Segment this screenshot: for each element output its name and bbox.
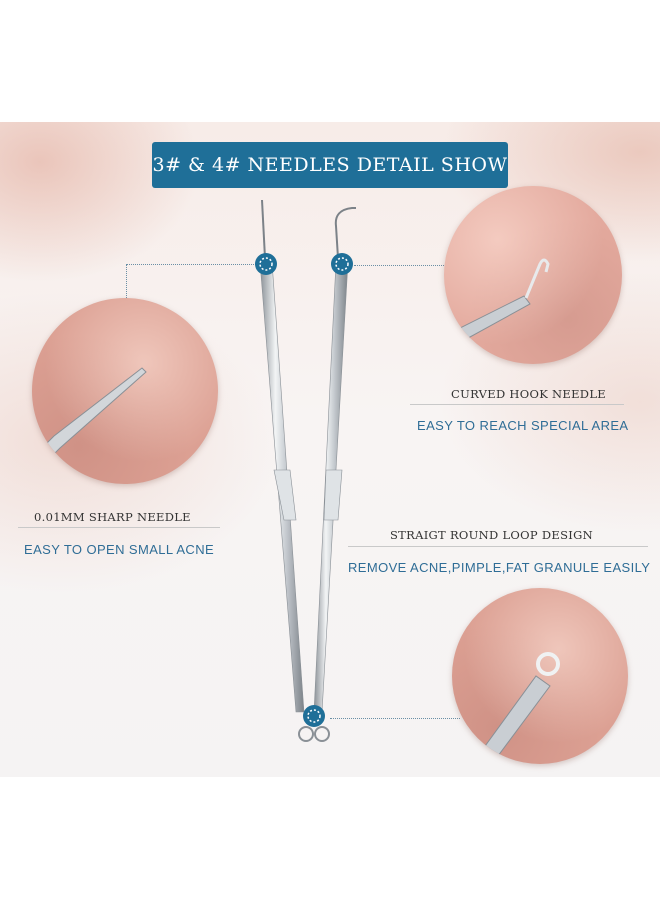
feature-title-needle: 0.01MM SHARP NEEDLE xyxy=(34,510,191,524)
marker-needle-tip xyxy=(255,253,277,275)
loop-end-right xyxy=(314,726,330,742)
hook-connector-line xyxy=(354,265,458,266)
divider-loop xyxy=(348,546,648,547)
loop-closeup-icon xyxy=(471,652,560,764)
needle-connector-line xyxy=(126,264,264,265)
feature-subtitle-loop: REMOVE ACNE,PIMPLE,FAT GRANULE EASILY xyxy=(348,560,651,575)
hook-closeup-icon xyxy=(444,258,550,349)
curved-hook-closeup xyxy=(444,186,622,364)
needle-closeup-icon xyxy=(41,367,147,459)
feature-title-loop: STRAIGT ROUND LOOP DESIGN xyxy=(390,528,593,542)
round-loop-closeup xyxy=(452,588,628,764)
needle-connector-drop xyxy=(126,264,127,308)
loop-connector-line xyxy=(330,718,460,719)
divider-needle xyxy=(18,527,220,528)
marker-hook-tip xyxy=(331,253,353,275)
sharp-needle-closeup xyxy=(32,298,218,484)
divider-hook xyxy=(410,404,624,405)
feature-title-hook: CURVED HOOK NEEDLE xyxy=(451,387,606,401)
feature-subtitle-hook: EASY TO REACH SPECIAL AREA xyxy=(417,418,629,433)
curved-hook-tool xyxy=(313,207,356,713)
loop-end-left xyxy=(298,726,314,742)
title-banner: 3# & 4# NEEDLES DETAIL SHOW xyxy=(152,142,508,188)
banner-title: 3# & 4# NEEDLES DETAIL SHOW xyxy=(152,154,508,176)
feature-subtitle-needle: EASY TO OPEN SMALL ACNE xyxy=(24,542,215,557)
marker-loop-end xyxy=(303,705,325,727)
sharp-needle-tool xyxy=(259,199,305,713)
